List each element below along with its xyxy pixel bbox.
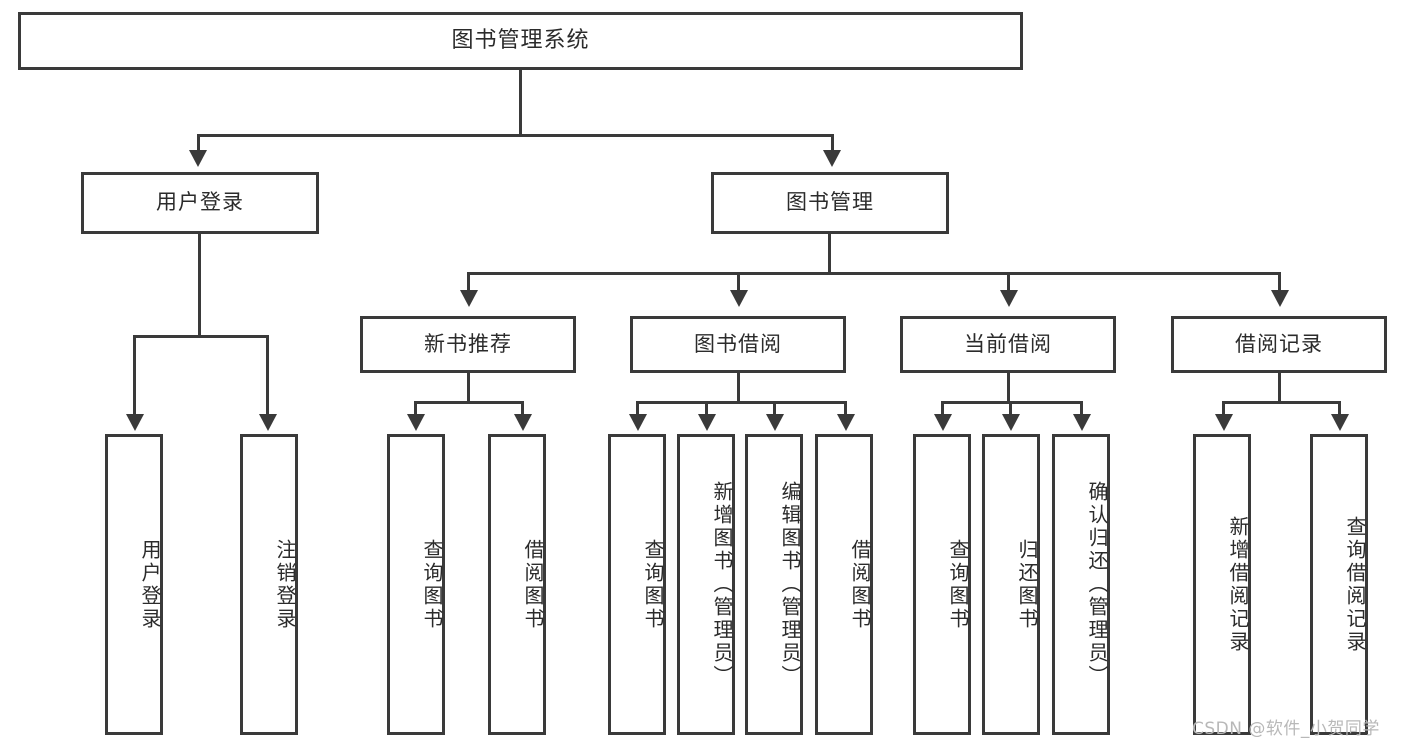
node-label: 查询图书 (420, 538, 444, 631)
node-user-login[interactable]: 用户登录 (81, 172, 319, 234)
connector-book-management-stem (828, 234, 831, 272)
node-leaf-logout[interactable]: 注销登录 (240, 434, 298, 735)
arrow-to-leaf-return-book (1002, 414, 1020, 431)
node-label: 注销登录 (273, 538, 297, 631)
node-leaf-user-login[interactable]: 用户登录 (105, 434, 163, 735)
connector-bb-drop-3 (773, 401, 776, 417)
arrow-to-borrow-record (1271, 290, 1289, 307)
connector-nbr-drop-2 (521, 401, 524, 417)
node-label: 图书管理系统 (451, 27, 590, 53)
connector-bm-drop-3 (1007, 272, 1010, 294)
node-label: 新增借阅记录 (1226, 515, 1250, 654)
node-leaf-borrow-book-1[interactable]: 借阅图书 (488, 434, 546, 735)
connector-book-management-bus (467, 272, 1281, 275)
node-leaf-add-book[interactable]: 新增图书（管理员） (677, 434, 735, 735)
node-label: 用户登录 (156, 190, 244, 215)
node-leaf-add-record[interactable]: 新增借阅记录 (1193, 434, 1251, 735)
connector-br-bus (1222, 401, 1341, 404)
arrow-to-book-management (823, 150, 841, 167)
connector-root-stem (519, 70, 522, 134)
node-label: 编辑图书（管理员） (778, 481, 802, 688)
arrow-to-leaf-borrow-book-1 (514, 414, 532, 431)
connector-br-stem (1278, 373, 1281, 401)
node-new-book-recommend[interactable]: 新书推荐 (360, 316, 576, 373)
arrow-to-leaf-logout (259, 414, 277, 431)
node-label: 查询图书 (641, 538, 665, 631)
connector-bb-drop-1 (636, 401, 639, 417)
arrow-to-leaf-query-book-1 (407, 414, 425, 431)
node-label: 图书管理 (786, 190, 874, 215)
connector-nbr-drop-1 (414, 401, 417, 417)
node-leaf-query-book-1[interactable]: 查询图书 (387, 434, 445, 735)
arrow-to-leaf-query-record (1331, 414, 1349, 431)
node-book-borrow[interactable]: 图书借阅 (630, 316, 846, 373)
node-leaf-borrow-book-2[interactable]: 借阅图书 (815, 434, 873, 735)
connector-root-to-user-login (197, 134, 200, 154)
connector-user-login-drop-2 (266, 335, 269, 417)
connector-br-drop-2 (1338, 401, 1341, 417)
connector-nbr-bus (414, 401, 524, 404)
arrow-to-user-login (189, 150, 207, 167)
connector-cb-bus (941, 401, 1083, 404)
csdn-watermark: CSDN @软件_小贺同学 (1192, 719, 1380, 739)
node-leaf-return-book[interactable]: 归还图书 (982, 434, 1040, 735)
node-label: 用户登录 (138, 538, 162, 631)
node-label: 确认归还（管理员） (1085, 481, 1109, 688)
connector-root-to-book-management (831, 134, 834, 154)
connector-user-login-stem (198, 234, 201, 335)
connector-cb-drop-3 (1080, 401, 1083, 417)
node-leaf-edit-book[interactable]: 编辑图书（管理员） (745, 434, 803, 735)
arrow-to-new-book-recommend (460, 290, 478, 307)
node-label: 归还图书 (1015, 538, 1039, 631)
node-label: 查询图书 (946, 538, 970, 631)
node-label: 借阅记录 (1235, 331, 1323, 356)
connector-nbr-stem (467, 373, 470, 401)
arrow-to-leaf-query-book-3 (934, 414, 952, 431)
arrow-to-leaf-add-record (1215, 414, 1233, 431)
arrow-to-leaf-add-book (698, 414, 716, 431)
arrow-to-leaf-edit-book (766, 414, 784, 431)
connector-bm-drop-1 (467, 272, 470, 294)
node-label: 借阅图书 (521, 538, 545, 631)
connector-cb-drop-2 (1009, 401, 1012, 417)
connector-root-bus (197, 134, 834, 137)
connector-bb-stem (737, 373, 740, 401)
node-book-management[interactable]: 图书管理 (711, 172, 949, 234)
node-label: 图书借阅 (694, 331, 782, 356)
connector-cb-drop-1 (941, 401, 944, 417)
arrow-to-leaf-query-book-2 (629, 414, 647, 431)
connector-user-login-drop-1 (133, 335, 136, 417)
node-label: 查询借阅记录 (1343, 515, 1367, 654)
connector-bb-drop-4 (844, 401, 847, 417)
node-borrow-record[interactable]: 借阅记录 (1171, 316, 1387, 373)
node-label: 新书推荐 (424, 331, 512, 356)
node-root-book-management-system[interactable]: 图书管理系统 (18, 12, 1023, 70)
node-label: 借阅图书 (848, 538, 872, 631)
connector-bb-drop-2 (705, 401, 708, 417)
arrow-to-leaf-borrow-book-2 (837, 414, 855, 431)
node-label: 当前借阅 (964, 331, 1052, 356)
node-leaf-query-book-2[interactable]: 查询图书 (608, 434, 666, 735)
connector-bm-drop-2 (737, 272, 740, 294)
connector-cb-stem (1007, 373, 1010, 401)
connector-bb-bus (636, 401, 847, 404)
connector-br-drop-1 (1222, 401, 1225, 417)
node-leaf-query-record[interactable]: 查询借阅记录 (1310, 434, 1368, 735)
node-leaf-confirm-return[interactable]: 确认归还（管理员） (1052, 434, 1110, 735)
node-current-borrow[interactable]: 当前借阅 (900, 316, 1116, 373)
arrow-to-leaf-user-login (126, 414, 144, 431)
arrow-to-current-borrow (1000, 290, 1018, 307)
node-label: 新增图书（管理员） (710, 481, 734, 688)
arrow-to-book-borrow (730, 290, 748, 307)
connector-bm-drop-4 (1278, 272, 1281, 294)
node-leaf-query-book-3[interactable]: 查询图书 (913, 434, 971, 735)
connector-user-login-bus (133, 335, 269, 338)
arrow-to-leaf-confirm-return (1073, 414, 1091, 431)
